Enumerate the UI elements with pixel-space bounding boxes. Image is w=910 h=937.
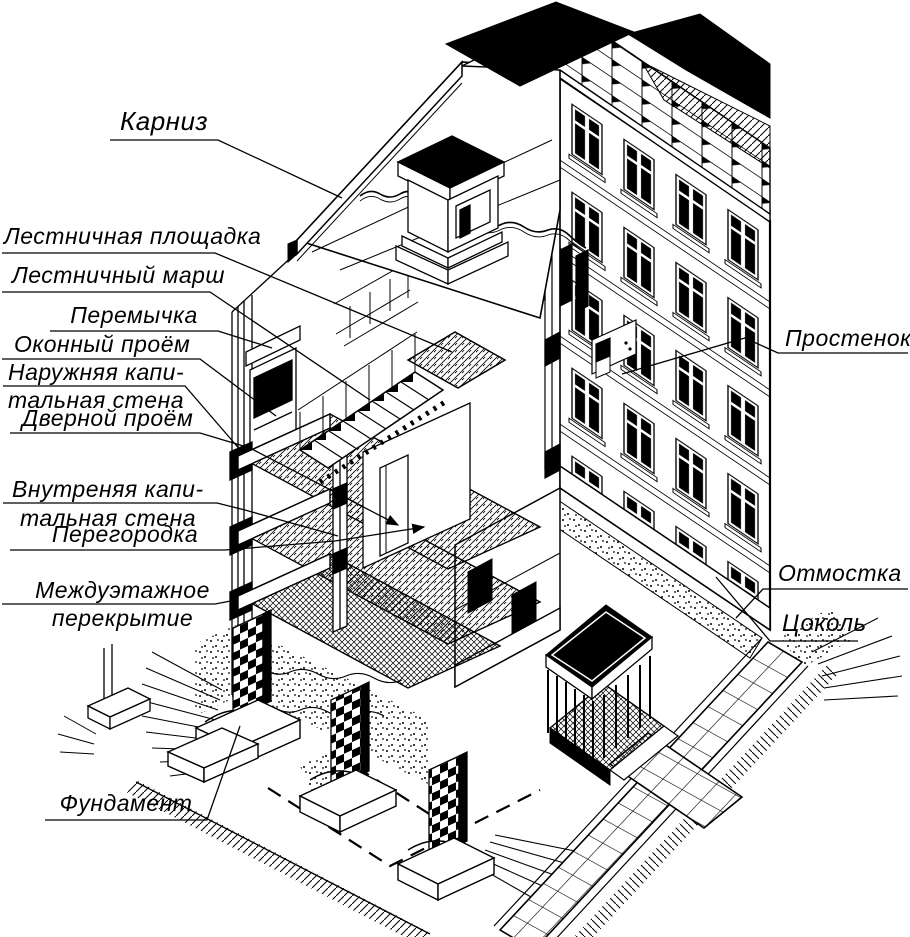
label-peregorodka: Перегородка [51,521,199,547]
flue-bar [559,243,573,307]
chimney [395,135,509,286]
cut-section [229,210,637,695]
stair-beam-perforated [318,399,447,485]
leader-mezhduetazhnoe [2,599,237,605]
brick-pier [428,750,468,861]
roof-battens-hatch [640,60,771,169]
door-opening [379,453,409,558]
leader-okonny-proyom [2,358,277,417]
wall-fragment-left [57,644,152,755]
brick-pier [330,680,370,791]
utility-box [591,319,637,379]
porch-steps [609,725,679,781]
balustrade [297,331,418,450]
lintel [245,324,301,368]
label-mezhduetazhnoe-line2: перекрытие [51,605,194,631]
porch-posts [547,656,651,764]
label-fundament: Фундамент [59,790,193,816]
leader-tsokol [715,576,858,642]
label-naruzhnaya-kapitalnaya-stena-line2: тальная стена [8,387,185,413]
cornice [287,60,463,264]
plinth-band [559,464,771,632]
label-peremychka: Перемычка [70,302,198,328]
label-karniz: Карниз [119,106,209,136]
leader-naruzhnaya-stena [3,385,243,453]
stair-teeth [300,374,413,450]
leader-vnutrennyaya-stena [3,502,339,537]
label-vnutrennyaya-kapitalnaya-stena-line2: тальная стена [20,505,197,531]
label-prostenok: Простенок [785,325,910,351]
flue-bar [575,249,589,313]
label-okonny-proyom: Оконный проём [14,331,191,357]
leader-lestn-marsh [2,291,371,401]
footing-blocks [396,837,496,902]
leader-peregorodka [10,523,426,551]
leader-peremychka [50,330,273,349]
leader-fundament [45,725,241,821]
stair-landing [406,331,507,389]
label-vnutrennyaya-kapitalnaya-stena-line1: Внутреняя капи- [12,476,204,502]
roof-black-right [626,13,771,119]
leader-lines [2,139,908,821]
label-otmostka: Отмостка [778,560,902,586]
label-mezhduetazhnoe-line1: Междуэтажное [35,577,210,603]
entrance-porch [545,604,679,786]
internal-bearing-wall [332,429,348,633]
wing-plinth [454,606,561,689]
external-wall-cut [229,251,301,695]
brick-pier [232,608,272,721]
walkway-border [493,637,809,937]
label-dvernoy-proyom: Дверной проём [22,405,194,431]
facade [454,62,772,689]
leader-otmostka [735,588,908,619]
leader-prostenok [621,337,908,375]
label-naruzhnaya-kapitalnaya-stena-line1: Наружняя капи- [8,359,185,385]
label-tsokol: Цоколь [782,610,867,637]
porch-fascia [591,635,653,701]
leader-lestn-ploshchadka [2,252,453,353]
ground-hatch-edge-left [126,780,432,937]
leader-dvernoy-proyom [10,432,400,526]
soil-wave [261,667,403,684]
footing-blocks [298,769,398,834]
roof [287,1,771,320]
soil-dots-left [195,624,238,716]
soil-dots-right [780,608,852,668]
site-ground [126,608,903,937]
label-lestnichny-marsh: Лестничный марш [12,262,226,288]
leader-karniz [110,139,343,199]
foundation [57,608,496,902]
label-lestnichnaya-ploshchadka: Лестничная площадка [4,223,262,249]
